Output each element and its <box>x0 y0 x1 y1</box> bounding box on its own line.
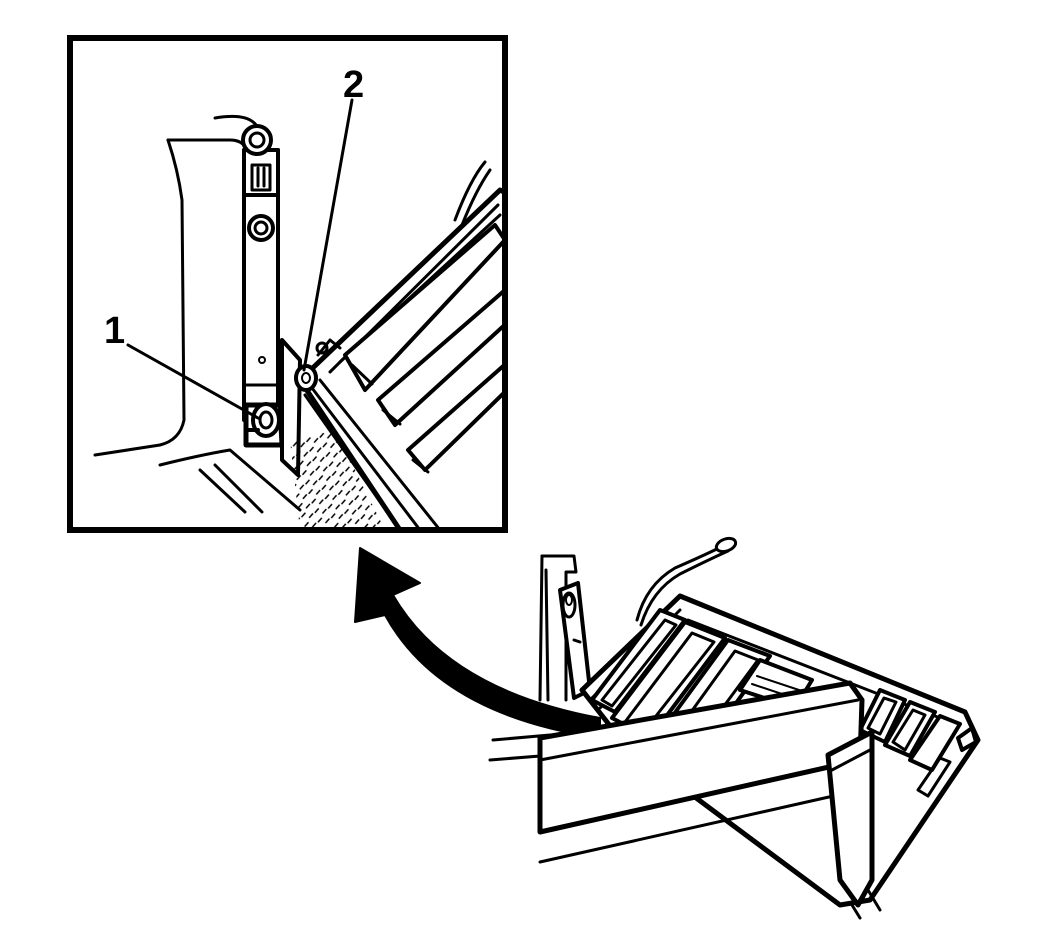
callout-1-label: 1 <box>104 310 125 352</box>
hinge-pivot-bolt <box>243 402 285 448</box>
bed-rail <box>488 680 865 864</box>
inset-frame <box>67 35 508 533</box>
tailgate-end-cap <box>825 729 882 920</box>
callout-2-label: 2 <box>343 64 364 106</box>
callout-1-leader <box>126 343 260 420</box>
hinge-strap <box>241 124 282 422</box>
zoom-indicator-arrow <box>354 547 601 739</box>
detail-inset <box>67 35 508 533</box>
main-view <box>488 536 981 920</box>
bed-side-post <box>538 554 592 702</box>
tailgate-inner-panel <box>297 187 505 530</box>
callout-2-leader <box>302 98 354 372</box>
